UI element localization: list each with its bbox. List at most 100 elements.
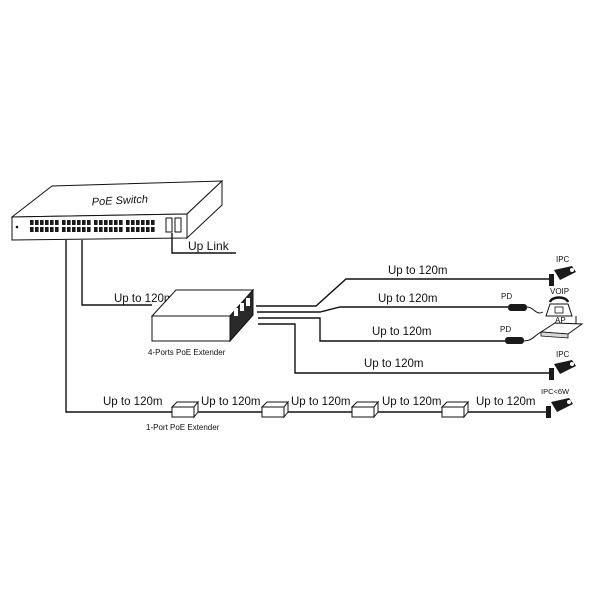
- ap-label: AP: [555, 316, 566, 325]
- switch-title: PoE Switch: [91, 194, 148, 209]
- pd-2-body: [505, 337, 524, 344]
- pd-2-label: PD: [500, 325, 511, 334]
- switch-port: [67, 220, 71, 225]
- ipc-1-label: IPC: [556, 255, 570, 264]
- ext1-device-3: [350, 400, 380, 419]
- switch-port: [141, 220, 145, 225]
- switch-port: [126, 220, 130, 225]
- switch-ports: [30, 220, 155, 232]
- switch-port: [94, 220, 98, 225]
- switch-port: [30, 220, 34, 225]
- switch-port: [40, 227, 44, 232]
- uplink-port-a: [165, 217, 173, 233]
- switch-port: [50, 220, 54, 225]
- switch-port: [146, 220, 150, 225]
- access-point-icon: [539, 316, 584, 339]
- switch-port: [77, 227, 81, 232]
- switch-port: [109, 220, 113, 225]
- switch-port: [151, 220, 155, 225]
- uplink-label: Up Link: [188, 239, 230, 253]
- switch-port: [40, 220, 44, 225]
- switch-port: [119, 227, 123, 232]
- output-cable-2: [257, 306, 508, 313]
- switch-port: [114, 227, 118, 232]
- switch-port: [62, 227, 66, 232]
- ext4-port-1: [234, 308, 238, 316]
- switch-port: [82, 227, 86, 232]
- ext4-label: 4-Ports PoE Extender: [148, 348, 226, 357]
- output-cable-4: [258, 323, 550, 374]
- chain-distance-4: Up to 120m: [382, 396, 441, 408]
- chain-distance-3: Up to 120m: [291, 396, 350, 408]
- voip-phone-icon: [545, 296, 573, 317]
- switch-port: [119, 220, 123, 225]
- switch-port: [131, 220, 135, 225]
- output-2-distance: Up to 120m: [378, 293, 437, 305]
- ext4-port-2: [240, 303, 244, 311]
- uplink-port-b: [174, 217, 182, 233]
- ext1-device-4: [440, 400, 470, 419]
- pd-1-body: [508, 304, 527, 311]
- voip-label: VOIP: [550, 287, 569, 296]
- pd-1-label: PD: [501, 292, 512, 301]
- switch-to-ext4-label: Up to 120m: [114, 293, 173, 305]
- switch-port: [99, 227, 103, 232]
- switch-port: [45, 227, 49, 232]
- switch-to-chain-cable: [65, 240, 172, 413]
- switch-port: [94, 227, 98, 232]
- poe-switch: PoE Switch: [10, 179, 224, 241]
- switch-port: [131, 227, 135, 232]
- switch-port: [55, 220, 59, 225]
- output-1-distance: Up to 120m: [388, 265, 447, 277]
- switch-port: [35, 220, 39, 225]
- ext4-device: [150, 288, 255, 343]
- switch-power-led: [15, 225, 19, 229]
- chain-distance-5: Up to 120m: [476, 396, 535, 408]
- switch-port: [30, 227, 34, 232]
- switch-port: [109, 227, 113, 232]
- switch-port: [35, 227, 39, 232]
- switch-port: [136, 227, 140, 232]
- switch-port: [151, 227, 155, 232]
- switch-port: [114, 220, 118, 225]
- switch-port: [87, 220, 91, 225]
- pd-1-lead: [526, 306, 544, 314]
- switch-port: [50, 227, 54, 232]
- ipc-camera-1-icon: [549, 266, 576, 286]
- output-cable-3: [258, 317, 505, 342]
- switch-port: [72, 220, 76, 225]
- switch-port: [136, 220, 140, 225]
- switch-port: [82, 220, 86, 225]
- switch-port: [67, 227, 71, 232]
- output-3-distance: Up to 120m: [372, 326, 431, 338]
- ipc-3-label: IPC<6W: [541, 387, 570, 396]
- switch-port: [77, 220, 81, 225]
- switch-port: [55, 227, 59, 232]
- chain-distance-1: Up to 120m: [103, 396, 162, 408]
- switch-port: [104, 227, 108, 232]
- ipc-camera-2-icon: [549, 360, 576, 380]
- switch-port: [45, 220, 49, 225]
- switch-port: [141, 227, 145, 232]
- pd-splitter-2: [505, 331, 542, 344]
- switch-port: [146, 227, 150, 232]
- switch-port: [62, 220, 66, 225]
- chain-distance-2: Up to 120m: [201, 396, 260, 408]
- ext1-label: 1-Port PoE Extender: [146, 423, 220, 432]
- ipc-camera-3-icon: [546, 398, 573, 418]
- ipc-2-label: IPC: [556, 350, 570, 359]
- pd-splitter-1: [508, 304, 544, 314]
- ext4-front-face: [151, 315, 231, 342]
- switch-side-face: [186, 179, 223, 240]
- switch-port: [99, 220, 103, 225]
- output-4-distance: Up to 120m: [364, 358, 423, 370]
- switch-port: [126, 227, 130, 232]
- switch-port: [87, 227, 91, 232]
- ext4-port-3: [246, 298, 250, 306]
- ext1-device-1: [170, 400, 200, 419]
- uplink-cable: [171, 233, 236, 254]
- switch-port: [72, 227, 76, 232]
- switch-port: [104, 220, 108, 225]
